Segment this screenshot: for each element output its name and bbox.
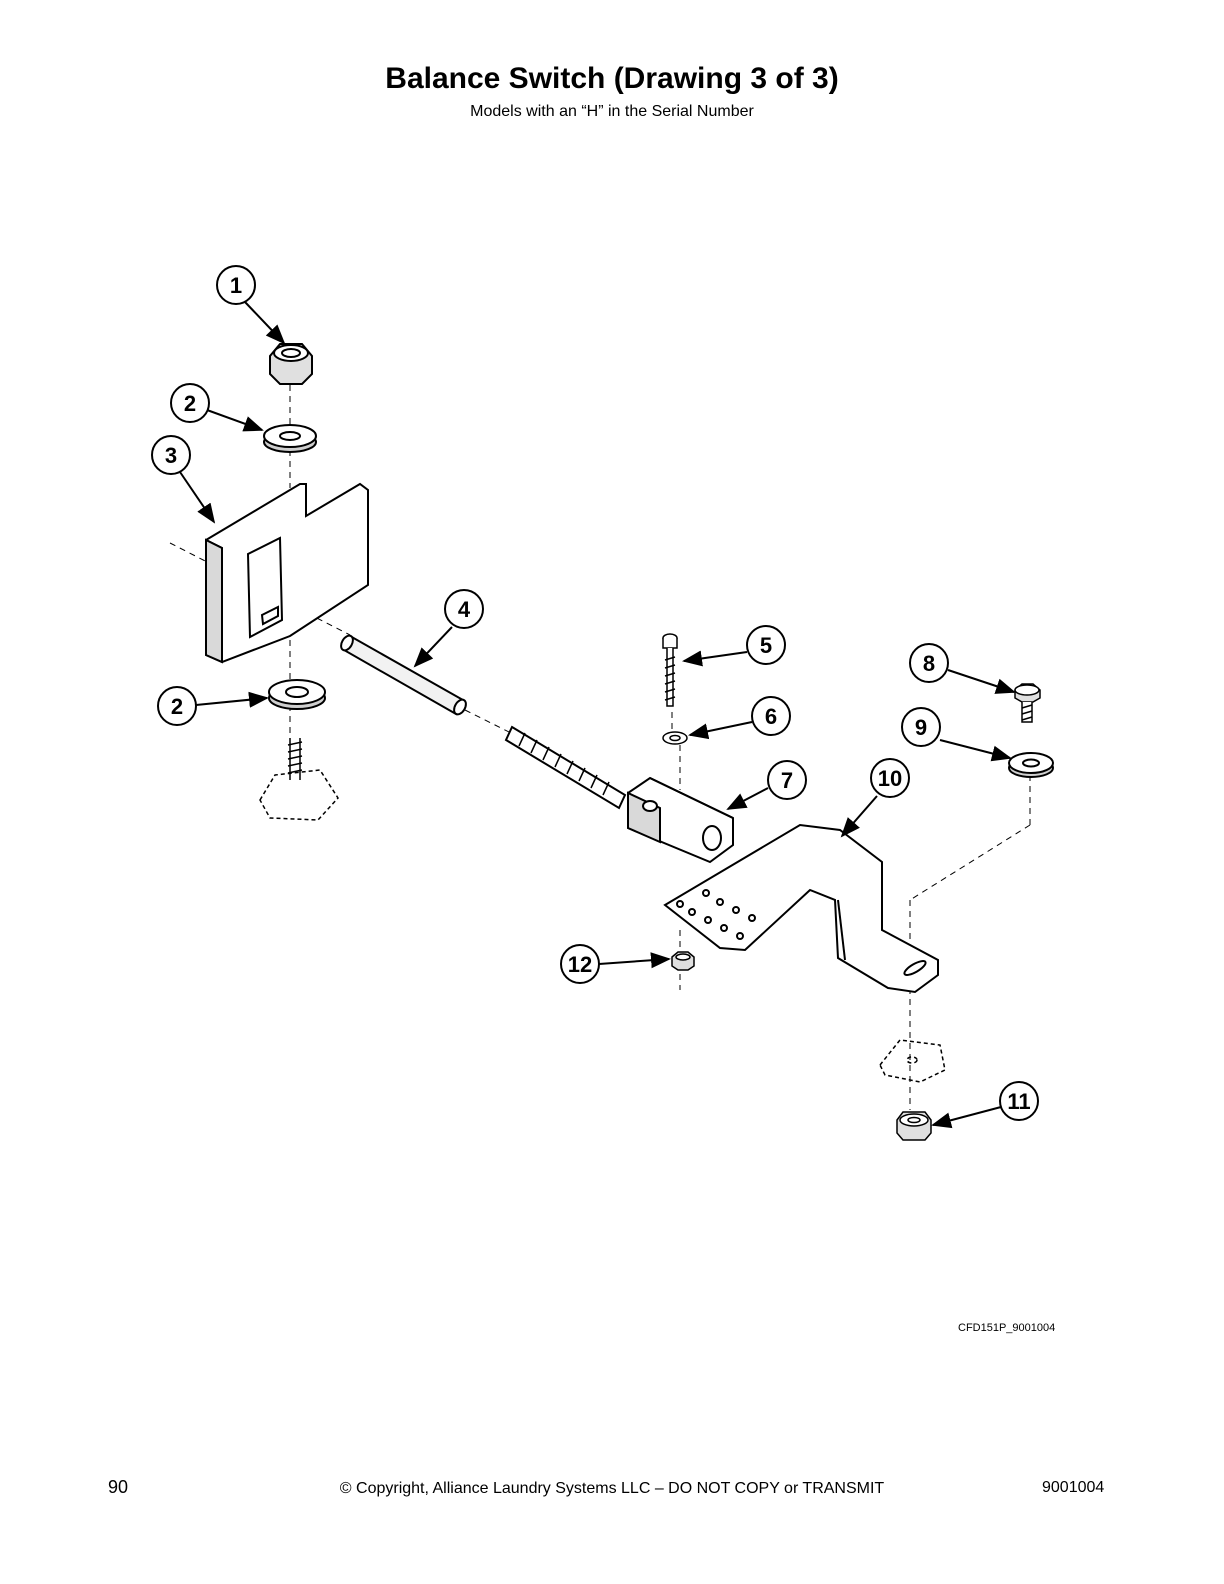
callout-label: 2 [184, 391, 196, 416]
part-switch-bracket [205, 482, 369, 664]
part-ghost-stud [259, 738, 339, 821]
part-switch-rod [504, 725, 627, 810]
part-washer-top [263, 424, 317, 453]
part-nut [269, 343, 313, 385]
document-number: 9001004 [1042, 1479, 1105, 1496]
part-mounting-bracket [663, 823, 939, 994]
figure-id: CFD151P_9001004 [958, 1322, 1056, 1334]
callout-2-bottom: 2 [157, 686, 197, 726]
callout-4: 4 [444, 589, 484, 629]
callout-6: 6 [751, 696, 791, 736]
callout-label: 3 [165, 443, 177, 468]
part-balance-switch [627, 776, 734, 864]
callout-label: 7 [781, 768, 793, 793]
copyright-notice: © Copyright, Alliance Laundry Systems LL… [339, 1480, 885, 1497]
callout-8: 8 [909, 643, 949, 683]
callout-label: 2 [171, 694, 183, 719]
callout-label: 1 [230, 273, 242, 298]
callout-label: 10 [878, 766, 902, 791]
callout-11: 11 [999, 1081, 1039, 1121]
callout-label: 4 [458, 597, 471, 622]
callout-label: 11 [1007, 1089, 1030, 1114]
part-ghost-foot [879, 1039, 946, 1083]
part-screw [662, 633, 678, 707]
callout-3: 3 [151, 435, 191, 475]
page-subtitle: Models with an “H” in the Serial Number [470, 103, 754, 120]
callout-9: 9 [901, 707, 941, 747]
part-sleeve [340, 634, 467, 716]
callout-12: 12 [560, 944, 600, 984]
part-small-nut [671, 951, 695, 971]
page-number: 90 [108, 1477, 129, 1497]
callout-5: 5 [746, 625, 786, 665]
part-lock-washer [662, 731, 688, 745]
callout-2-top: 2 [170, 383, 210, 423]
callout-label: 5 [760, 633, 772, 658]
callout-label: 6 [765, 704, 777, 729]
callout-7: 7 [767, 760, 807, 800]
part-washer-bottom [268, 679, 326, 710]
callout-leaders [179, 301, 1016, 1129]
callout-label: 12 [568, 952, 592, 977]
callout-10: 10 [870, 758, 910, 798]
callout-label: 8 [923, 651, 935, 676]
part-bottom-nut [896, 1111, 932, 1141]
callout-label: 9 [915, 715, 927, 740]
part-bolt [1014, 683, 1041, 723]
callout-1: 1 [216, 265, 256, 305]
page-title: Balance Switch (Drawing 3 of 3) [385, 62, 839, 95]
part-flat-washer [1008, 752, 1054, 778]
